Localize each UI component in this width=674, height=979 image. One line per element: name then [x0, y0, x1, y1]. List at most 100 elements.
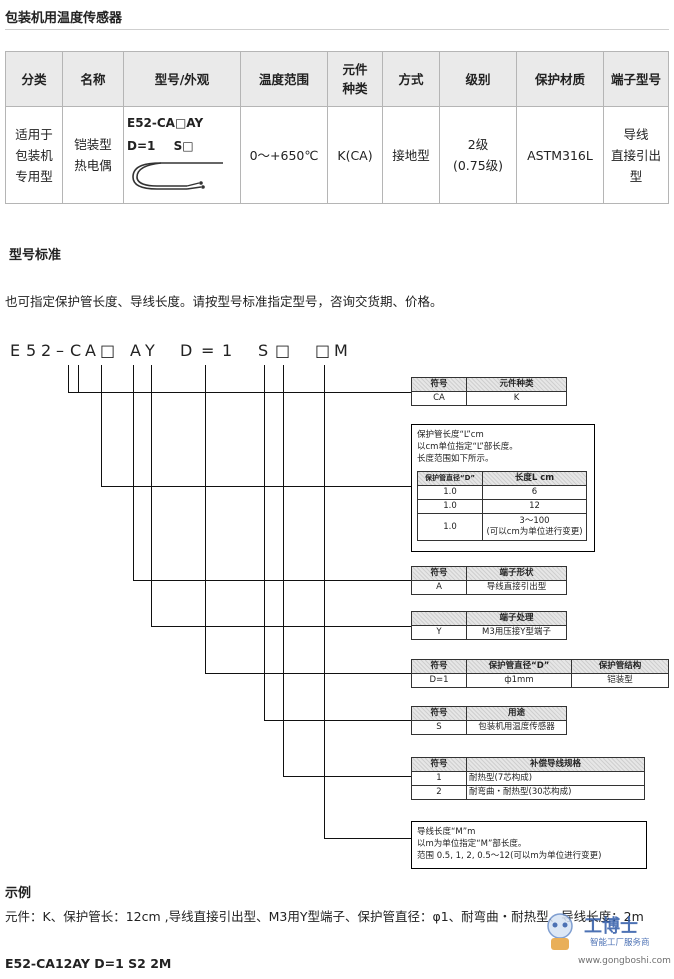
spec-data-row: 适用于 包装机 专用型 铠装型 热电偶 E52-CA□AY D=1 S□ 0～+…	[5, 106, 669, 204]
wire-note-line: 导线长度“M”m	[417, 827, 476, 837]
cell-material: ASTM316L	[516, 106, 604, 204]
table-header	[411, 611, 467, 626]
wire-note-line: 以m为单位指定“M”部长度。	[417, 839, 527, 849]
code-char: 1	[222, 341, 233, 360]
table-cell: ф1mm	[466, 673, 572, 688]
code-char: A	[85, 341, 96, 360]
code-char: S	[258, 341, 269, 360]
table-cell: 3～100 (可以cm为单位进行变更)	[482, 513, 587, 541]
table-header: 用途	[466, 706, 567, 721]
table-cell: 1	[411, 771, 467, 786]
header-category: 分类	[5, 51, 63, 107]
table-cell: S	[411, 720, 467, 735]
watermark-logo-text: 工博士	[584, 916, 638, 937]
table-header: 保护管直径“D”	[466, 659, 572, 674]
example-text: 元件：K、保护管长：12cm ,导线直接引出型、M3用Y型端子、保护管直径：φ1…	[5, 909, 644, 924]
model-line1: E52-CA□AY	[127, 116, 204, 130]
watermark-subtitle: 智能工厂服务商	[590, 938, 650, 948]
header-material: 保护材质	[516, 51, 604, 107]
tube-note-line: 长度范围如下所示。	[417, 454, 494, 464]
header-grade: 级别	[439, 51, 517, 107]
tube-header-diameter: 保护管直径“D”	[417, 471, 483, 486]
table-cell: 1.0	[417, 513, 483, 541]
table-header: 符号	[411, 757, 467, 772]
table-cell: 包装机用温度传感器	[466, 720, 567, 735]
code-char: 5	[26, 341, 37, 360]
code-char: –	[56, 341, 64, 360]
example-title: 示例	[5, 886, 32, 901]
table-cell: A	[411, 580, 467, 595]
cell-temp-range: 0～+650℃	[240, 106, 328, 204]
header-element: 元件 种类	[327, 51, 383, 107]
header-terminal: 端子型号	[603, 51, 669, 107]
model-line2-s: S□	[173, 139, 194, 153]
model-code: E 5 2 – C A □ A Y D = 1 S □ □ M	[10, 341, 370, 361]
table-header: 端子形状	[466, 566, 567, 581]
wire-note-line: 范围 0.5, 1, 2, 0.5～12(可以m为单位进行变更)	[417, 851, 602, 861]
model-line2-d: D=1	[127, 139, 156, 153]
table-cell: 铠装型	[571, 673, 669, 688]
cell-method: 接地型	[382, 106, 440, 204]
code-char: =	[201, 341, 215, 360]
table-cell: 耐弯曲・耐热型(30芯构成)	[466, 785, 645, 800]
intro-text: 也可指定保护管长度、导线长度。请按型号标准指定型号，咨询交货期、价格。	[5, 294, 443, 309]
table-cell: 1.0	[417, 485, 483, 500]
cell-grade: 2级 (0.75级)	[439, 106, 517, 204]
watermark: 工博士 智能工厂服务商 www.gongboshi.com	[538, 900, 671, 972]
code-char: 2	[41, 341, 52, 360]
spec-table: 分类 名称 型号/外观 温度范围 元件 种类 方式 级别 保护材质 端子型号 适…	[5, 51, 669, 204]
table-cell: 12	[482, 499, 587, 514]
code-char: M	[334, 341, 348, 360]
wire-length-box: 导线长度“M”m 以m为单位指定“M”部长度。 范围 0.5, 1, 2, 0.…	[411, 821, 647, 869]
table-cell: Y	[411, 625, 467, 640]
watermark-url: www.gongboshi.com	[578, 956, 671, 966]
code-char: A	[130, 341, 141, 360]
code-char: D	[180, 341, 193, 360]
code-char: □	[100, 341, 116, 360]
table-cell: 耐热型(7芯构成)	[466, 771, 645, 786]
header-model: 型号/外观	[123, 51, 241, 107]
table-header: 符号	[411, 706, 467, 721]
divider	[5, 29, 669, 30]
tube-header-length: 长度L cm	[482, 471, 587, 486]
tube-note-line: 保护管长度“L”cm	[417, 430, 484, 440]
cell-terminal: 导线 直接引出型	[603, 106, 669, 204]
header-method: 方式	[382, 51, 440, 107]
sensor-illustration	[132, 162, 223, 190]
table-cell: 导线直接引出型	[466, 580, 567, 595]
element-header-symbol: 符号	[411, 377, 467, 392]
header-temp-range: 温度范围	[240, 51, 328, 107]
tube-length-box: 保护管长度“L”cm 以cm单位指定“L”部长度。 长度范围如下所示。 保护管直…	[411, 424, 595, 552]
code-char: C	[70, 341, 82, 360]
cell-model: E52-CA□AY D=1 S□	[123, 106, 241, 204]
cell-category: 适用于 包装机 专用型	[5, 106, 63, 204]
table-header: 补偿导线规格	[466, 757, 645, 772]
table-header: 符号	[411, 566, 467, 581]
table-header: 符号	[411, 659, 467, 674]
table-header: 保护管结构	[571, 659, 669, 674]
table-cell: M3用压接Y型端子	[466, 625, 567, 640]
table-cell: 1.0	[417, 499, 483, 514]
tube-note-line: 以cm单位指定“L”部长度。	[417, 442, 518, 452]
code-char: □	[275, 341, 291, 360]
header-name: 名称	[62, 51, 124, 107]
table-cell: D=1	[411, 673, 467, 688]
table-cell: CA	[411, 391, 467, 406]
